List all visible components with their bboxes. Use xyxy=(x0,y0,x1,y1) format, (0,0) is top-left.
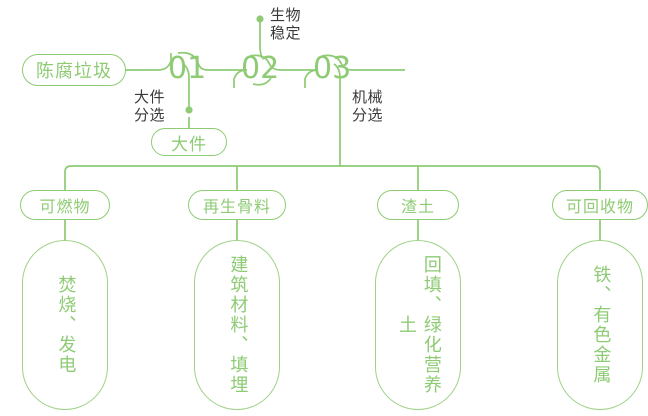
output-pill-2[interactable]: 渣土 xyxy=(377,190,459,220)
wire-03-bracket-left-lower xyxy=(304,69,319,88)
wire-01-bracket-left-upper xyxy=(157,53,172,71)
stage-02-dot xyxy=(256,15,264,23)
source-node-label: 陈腐垃圾 xyxy=(36,61,112,82)
wire-02-bracket-left-lower xyxy=(233,69,248,88)
byproduct-node[interactable]: 大件 xyxy=(151,128,227,156)
disposal-box-3[interactable]: 铁、有色金属 xyxy=(557,240,643,410)
output-pill-2-label: 渣土 xyxy=(400,197,435,216)
wire-03-tail-right xyxy=(321,54,405,71)
wire-02-to-annotation xyxy=(259,22,263,59)
trunk-distribution-bar xyxy=(64,165,601,190)
output-pill-0[interactable]: 可燃物 xyxy=(20,190,110,220)
disposal-box-1[interactable]: 建筑材料、填埋 xyxy=(194,240,280,410)
disposal-box-0-text: 焚烧、发电 xyxy=(55,275,77,375)
wire-03-to-trunk xyxy=(333,63,341,166)
stage-number-02[interactable]: 02 xyxy=(241,51,280,86)
disposal-box-2-text: 回填、绿化营养土 xyxy=(396,255,442,395)
wire-02-to-03 xyxy=(249,54,318,71)
byproduct-node-label: 大件 xyxy=(171,134,207,155)
disposal-box-3-text: 铁、有色金属 xyxy=(590,265,612,385)
output-pill-0-label: 可燃物 xyxy=(39,197,91,216)
source-node[interactable]: 陈腐垃圾 xyxy=(22,54,126,86)
output-pill-3[interactable]: 可回收物 xyxy=(552,190,648,220)
stage-03-process-label: 机械 分选 xyxy=(352,88,384,125)
stage-02-process-label: 生物 稳定 xyxy=(270,6,302,43)
stage-number-01[interactable]: 01 xyxy=(168,51,207,86)
output-pill-3-label: 可回收物 xyxy=(565,197,634,216)
stage-01-process-label: 大件 分选 xyxy=(134,88,166,125)
output-pill-1-label: 再生骨料 xyxy=(202,197,271,216)
disposal-box-1-text: 建筑材料、填埋 xyxy=(227,255,249,395)
disposal-box-2[interactable]: 回填、绿化营养土 xyxy=(375,240,461,410)
byproduct-dot xyxy=(185,106,193,114)
wire-01-to-byproduct xyxy=(182,63,190,109)
disposal-box-0[interactable]: 焚烧、发电 xyxy=(22,240,108,410)
wire-02-bracket-right-lower xyxy=(252,77,272,86)
stage-number-03[interactable]: 03 xyxy=(313,51,352,86)
output-pill-1[interactable]: 再生骨料 xyxy=(188,190,286,220)
wire-01-to-02 xyxy=(177,51,247,71)
